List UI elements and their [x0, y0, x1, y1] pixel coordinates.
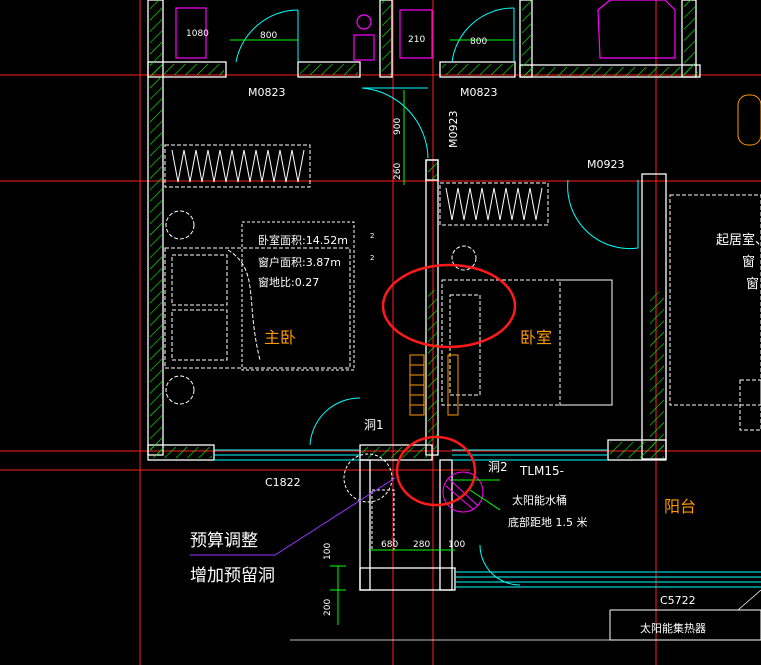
info-area: 卧室面积:14.52m — [258, 233, 348, 247]
dim-900: 900 — [393, 118, 403, 135]
solar-tank — [343, 453, 484, 551]
label-budget-adjust: 预算调整 — [190, 531, 258, 551]
label-m0923-right: M0923 — [587, 158, 625, 171]
label-master-bedroom: 主卧 — [264, 328, 296, 347]
orange-items — [241, 94, 761, 416]
label-m0823-right: M0823 — [460, 86, 498, 99]
fixtures — [175, 0, 676, 61]
dim-260: 260 — [393, 163, 403, 180]
dim-1080: 1080 — [186, 29, 209, 39]
label-solar-tank: 太阳能水桶 — [512, 493, 567, 507]
furniture-bedroom-bed — [441, 194, 761, 431]
sup-2-a: 2 — [370, 232, 374, 240]
label-tlm15: TLM15- — [519, 464, 564, 478]
collector-box — [609, 609, 761, 641]
label-hole-1: 洞1 — [364, 418, 384, 432]
furniture-master-bed — [164, 210, 351, 405]
label-m0923-top: M0923 — [447, 111, 460, 149]
sup-2-b: 2 — [370, 254, 374, 262]
highlight-circles — [381, 263, 517, 507]
dim-100-a: 100 — [448, 540, 465, 550]
door-swings — [235, 7, 639, 586]
dimension-lines — [230, 39, 514, 625]
wardrobes — [164, 144, 549, 226]
label-hole-2: 洞2 — [488, 460, 508, 474]
label-c5722: C5722 — [660, 594, 696, 607]
dim-200: 200 — [323, 599, 333, 616]
label-living-1: 起居室、 — [716, 232, 761, 248]
wall-hatching — [150, 0, 698, 458]
label-living-3: 窗 — [746, 276, 759, 292]
dim-210: 210 — [408, 35, 425, 45]
label-add-hole: 增加预留洞 — [190, 566, 275, 586]
walls — [147, 0, 701, 591]
windows — [214, 449, 761, 588]
dim-280: 280 — [413, 540, 430, 550]
label-m0823-left: M0823 — [248, 86, 286, 99]
info-ratio: 窗地比:0.27 — [258, 275, 319, 289]
label-solar-collector: 太阳能集热器 — [640, 621, 706, 635]
label-living-2: 窗 — [742, 254, 755, 270]
label-balcony: 阳台 — [664, 497, 696, 516]
label-c1822: C1822 — [265, 476, 301, 489]
label-bedroom: 卧室 — [520, 328, 552, 347]
dim-800-b: 800 — [470, 37, 487, 47]
dim-100-b: 100 — [323, 543, 333, 560]
highlight-circle-wall — [381, 263, 517, 349]
dim-680: 680 — [381, 540, 398, 550]
info-window: 窗户面积:3.87m — [258, 255, 341, 269]
label-bottom-height: 底部距地 1.5 米 — [508, 515, 588, 529]
annotation-leader — [190, 477, 396, 556]
dim-800-a: 800 — [260, 31, 277, 41]
highlight-circle-hole — [395, 435, 477, 507]
